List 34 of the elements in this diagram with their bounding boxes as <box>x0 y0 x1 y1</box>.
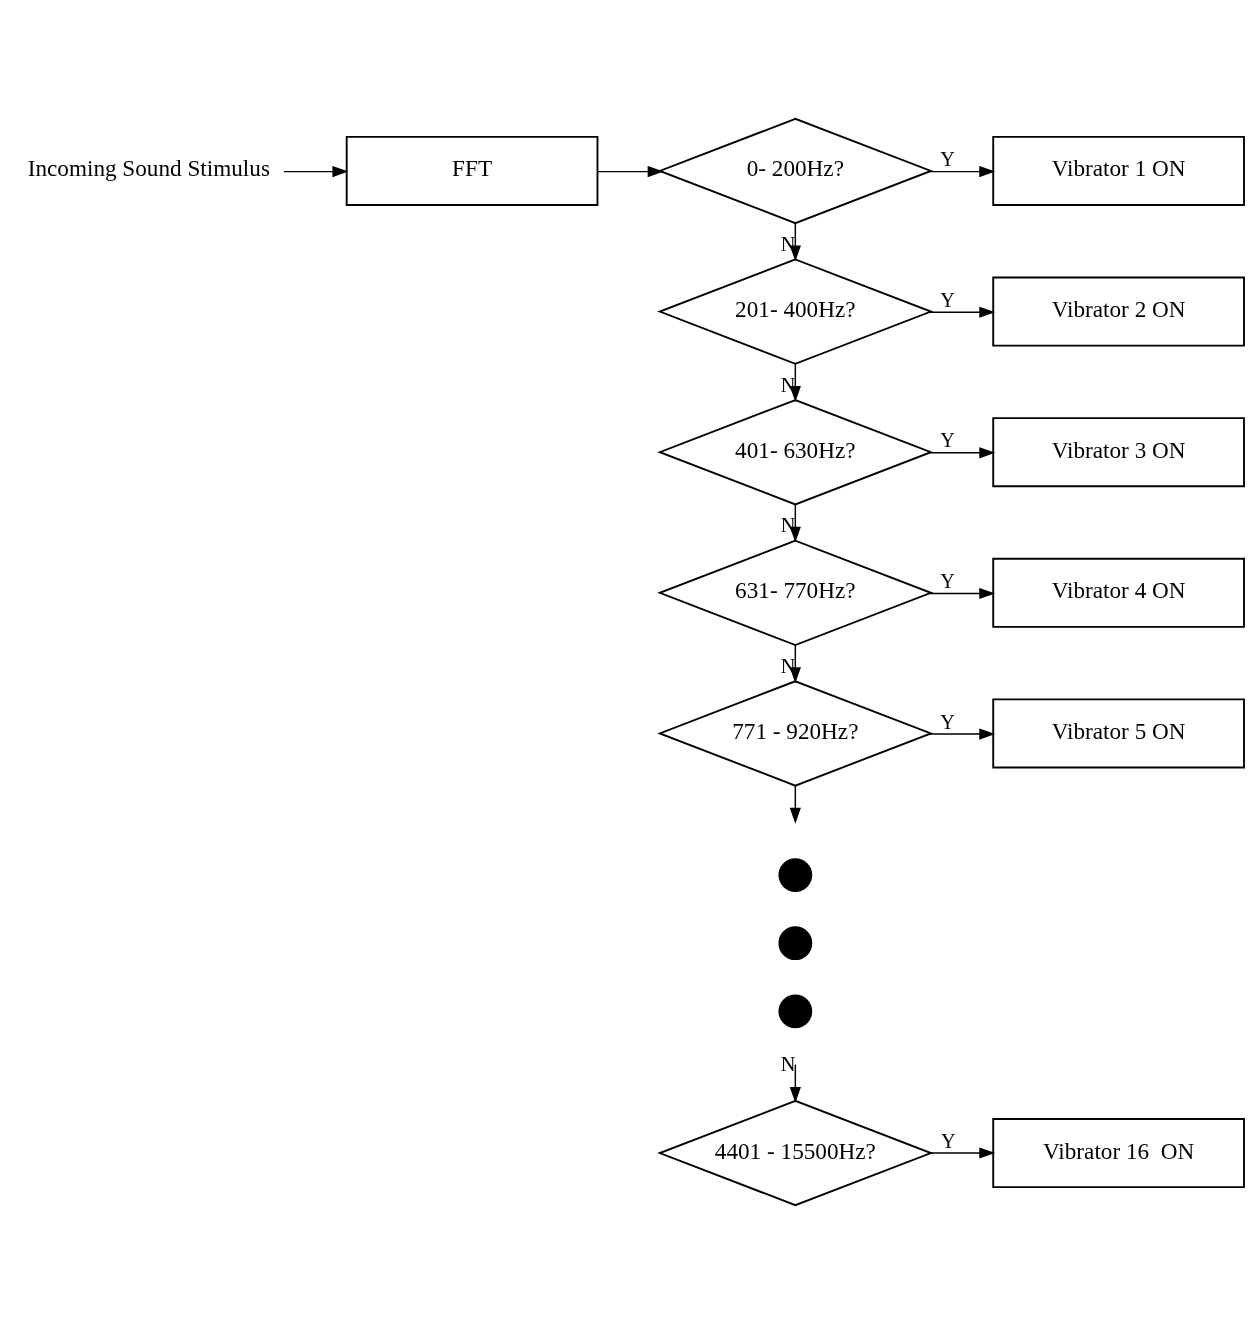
arrow <box>928 728 996 740</box>
arrow <box>789 1063 801 1103</box>
arrow <box>930 1147 996 1159</box>
node-diamond: 0- 200Hz? <box>657 117 934 225</box>
edge-label: Y <box>940 429 955 452</box>
node-diamond: 4401 - 15500Hz? <box>657 1099 934 1207</box>
node-box: Vibrator 4 ON <box>992 557 1245 628</box>
arrow <box>928 166 996 178</box>
node-box: FFT <box>345 136 599 206</box>
node-box: Vibrator 16 ON <box>992 1118 1245 1188</box>
node-circle <box>778 926 813 961</box>
edge-label: N <box>780 1052 796 1075</box>
node-box: Vibrator 2 ON <box>992 276 1245 347</box>
arrow <box>789 784 801 824</box>
edge-label: Y <box>940 710 955 733</box>
arrow <box>928 587 996 600</box>
node-circle <box>778 858 813 892</box>
arrow <box>928 306 996 318</box>
node-diamond: 401- 630Hz? <box>657 399 934 506</box>
node-box: Vibrator 1 ON <box>992 136 1245 206</box>
edge-label: Y <box>940 569 955 592</box>
node-circle <box>778 994 813 1029</box>
edge-label: Y <box>940 148 955 171</box>
node-diamond: 631- 770Hz? <box>657 539 934 646</box>
node-box: Vibrator 5 ON <box>992 698 1245 769</box>
node-box: Vibrator 3 ON <box>992 417 1245 488</box>
arrow <box>596 166 664 178</box>
arrow <box>283 166 349 178</box>
edge-label: Y <box>940 1129 956 1152</box>
arrow <box>928 447 996 459</box>
node-text: Incoming Sound Stimulus <box>27 155 270 182</box>
edge-label: Y <box>940 288 955 311</box>
node-diamond: 201- 400Hz? <box>657 258 934 365</box>
node-diamond: 771 - 920Hz? <box>657 680 934 787</box>
